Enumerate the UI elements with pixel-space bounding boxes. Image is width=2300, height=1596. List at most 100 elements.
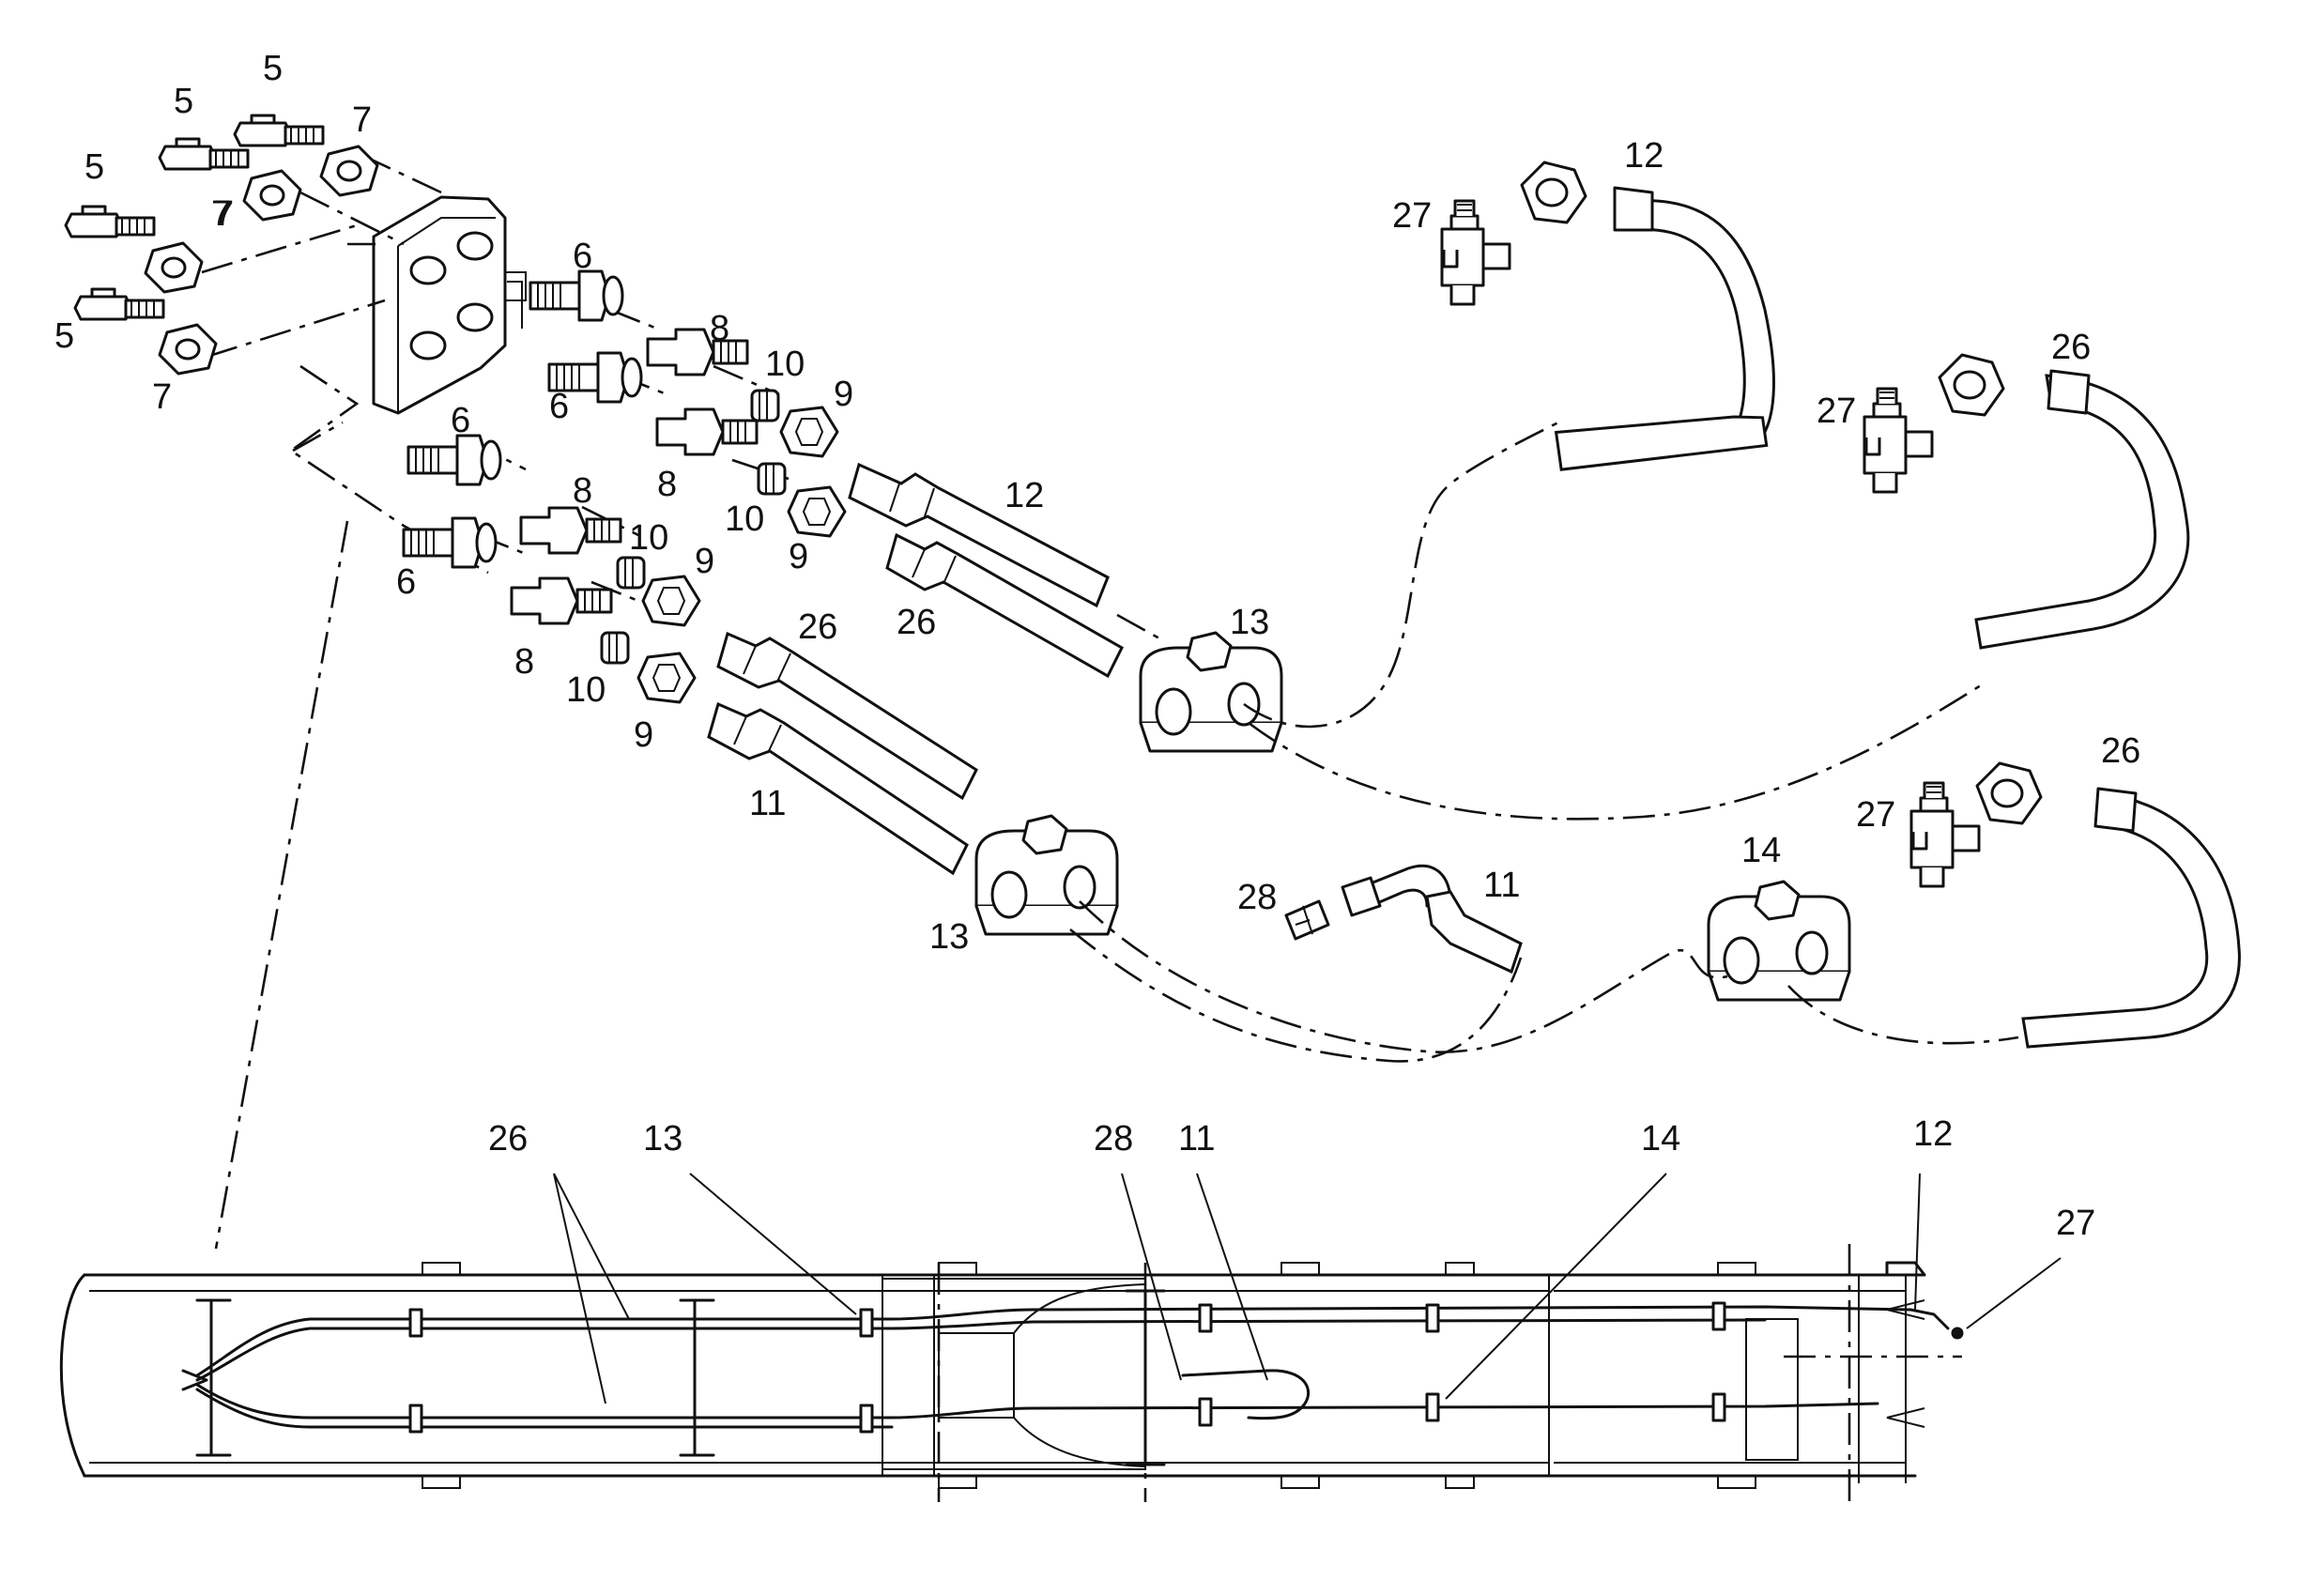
curved-hose-26-upper <box>1938 353 2190 650</box>
callout-5: 5 <box>54 316 74 356</box>
lock-nut <box>242 169 302 222</box>
routing-line <box>1116 613 1160 640</box>
hex-nut <box>636 652 697 704</box>
callout-13: 13 <box>1230 603 1269 642</box>
routing-line <box>292 421 344 453</box>
callout-28: 28 <box>1094 1119 1133 1159</box>
routing-line <box>1069 928 1523 1063</box>
hose-clamp <box>1707 880 1851 1002</box>
callout-28: 28 <box>1237 878 1277 917</box>
chassis-frame <box>59 1244 1962 1502</box>
callout-14: 14 <box>1641 1119 1680 1159</box>
routing-line <box>590 580 639 603</box>
tee-fitting <box>1909 781 1981 888</box>
callout-8: 8 <box>710 309 729 348</box>
callout-27: 27 <box>1392 196 1432 236</box>
callout-6: 6 <box>451 401 470 440</box>
callout-8: 8 <box>657 465 677 504</box>
sleeve <box>616 556 646 590</box>
hose-stub-11 <box>707 701 969 876</box>
callout-8: 8 <box>514 642 534 682</box>
routing-line <box>1079 900 1728 1053</box>
curved-hose-12 <box>1520 161 1775 471</box>
callout-14: 14 <box>1741 831 1781 870</box>
callout-9: 9 <box>695 542 714 581</box>
plug-fitting <box>233 114 325 147</box>
chassis-hose-routing <box>181 1305 1964 1429</box>
callout-9: 9 <box>834 375 853 414</box>
sleeve <box>757 462 787 496</box>
sleeve <box>750 389 780 422</box>
plug-fitting <box>73 287 165 321</box>
callout-26: 26 <box>2101 731 2140 771</box>
callout-26: 26 <box>897 603 936 642</box>
hose-clamp <box>1139 631 1283 753</box>
callout-26: 26 <box>488 1119 528 1159</box>
leader-lines <box>553 1173 2062 1404</box>
callout-10: 10 <box>629 518 668 558</box>
callout-7: 7 <box>352 100 372 140</box>
callout-27: 27 <box>2056 1204 2095 1243</box>
lock-nut <box>158 323 218 376</box>
hose-stub-12 <box>848 462 1110 608</box>
callout-6: 6 <box>549 387 569 426</box>
callout-27: 27 <box>1817 391 1856 431</box>
callout-26: 26 <box>798 607 837 647</box>
hex-nut <box>779 406 839 458</box>
plug-fitting <box>158 137 250 171</box>
routing-line <box>201 223 358 274</box>
callout-11: 11 <box>1178 1119 1215 1159</box>
callout-12: 12 <box>1913 1114 1953 1154</box>
curved-hose-26-lower <box>1975 761 2241 1049</box>
callout-10: 10 <box>566 670 606 710</box>
callout-6: 6 <box>573 237 592 276</box>
callout-7: 7 <box>214 194 234 234</box>
callout-7: 7 <box>152 377 172 417</box>
routing-line <box>1248 683 1982 821</box>
routing-line <box>206 299 386 359</box>
routing-line <box>299 191 405 246</box>
callout-9: 9 <box>634 715 653 755</box>
adapter-fitting <box>655 407 759 456</box>
sleeve <box>600 631 630 665</box>
bulkhead-fitting <box>406 434 502 486</box>
hex-nut <box>641 575 701 627</box>
hex-nut <box>787 485 847 538</box>
callout-26: 26 <box>2051 328 2091 367</box>
callout-5: 5 <box>263 49 283 88</box>
tee-fitting <box>1440 199 1511 306</box>
bulkhead-fitting <box>402 516 498 569</box>
routing-line <box>1243 421 1559 729</box>
callout-8: 8 <box>573 471 592 511</box>
hose-stub-26 <box>716 631 978 801</box>
callout-27: 27 <box>1856 795 1895 835</box>
routing-line <box>288 364 489 575</box>
hose-stub-26 <box>885 532 1124 679</box>
callout-12: 12 <box>1004 476 1044 515</box>
callout-11: 11 <box>1483 866 1520 905</box>
bulkhead-fitting <box>529 269 624 322</box>
routing-line <box>214 520 349 1250</box>
callout-11: 11 <box>749 784 786 823</box>
lock-nut <box>319 145 379 197</box>
callout-9: 9 <box>789 537 808 576</box>
callout-5: 5 <box>84 147 104 187</box>
callout-10: 10 <box>765 345 805 384</box>
chassis-clamp-markers <box>408 1301 1726 1434</box>
elbow-hose-11 <box>1341 864 1523 974</box>
callout-12: 12 <box>1624 136 1664 176</box>
adapter-fitting <box>646 328 749 376</box>
callout-labels: 5 5 5 5 7 7 7 7 6 6 6 6 8 8 8 8 10 10 10… <box>54 49 2140 1243</box>
callout-5: 5 <box>174 82 193 121</box>
callout-6: 6 <box>396 562 416 602</box>
mounting-bracket <box>372 195 527 415</box>
fitting-28 <box>1284 899 1330 941</box>
callout-13: 13 <box>929 917 969 957</box>
tee-fitting <box>1863 387 1934 494</box>
routing-line <box>1787 985 2019 1045</box>
plug-fitting <box>64 205 156 238</box>
callout-13: 13 <box>643 1119 682 1159</box>
adapter-fitting <box>519 506 622 555</box>
lock-nut <box>144 241 204 294</box>
